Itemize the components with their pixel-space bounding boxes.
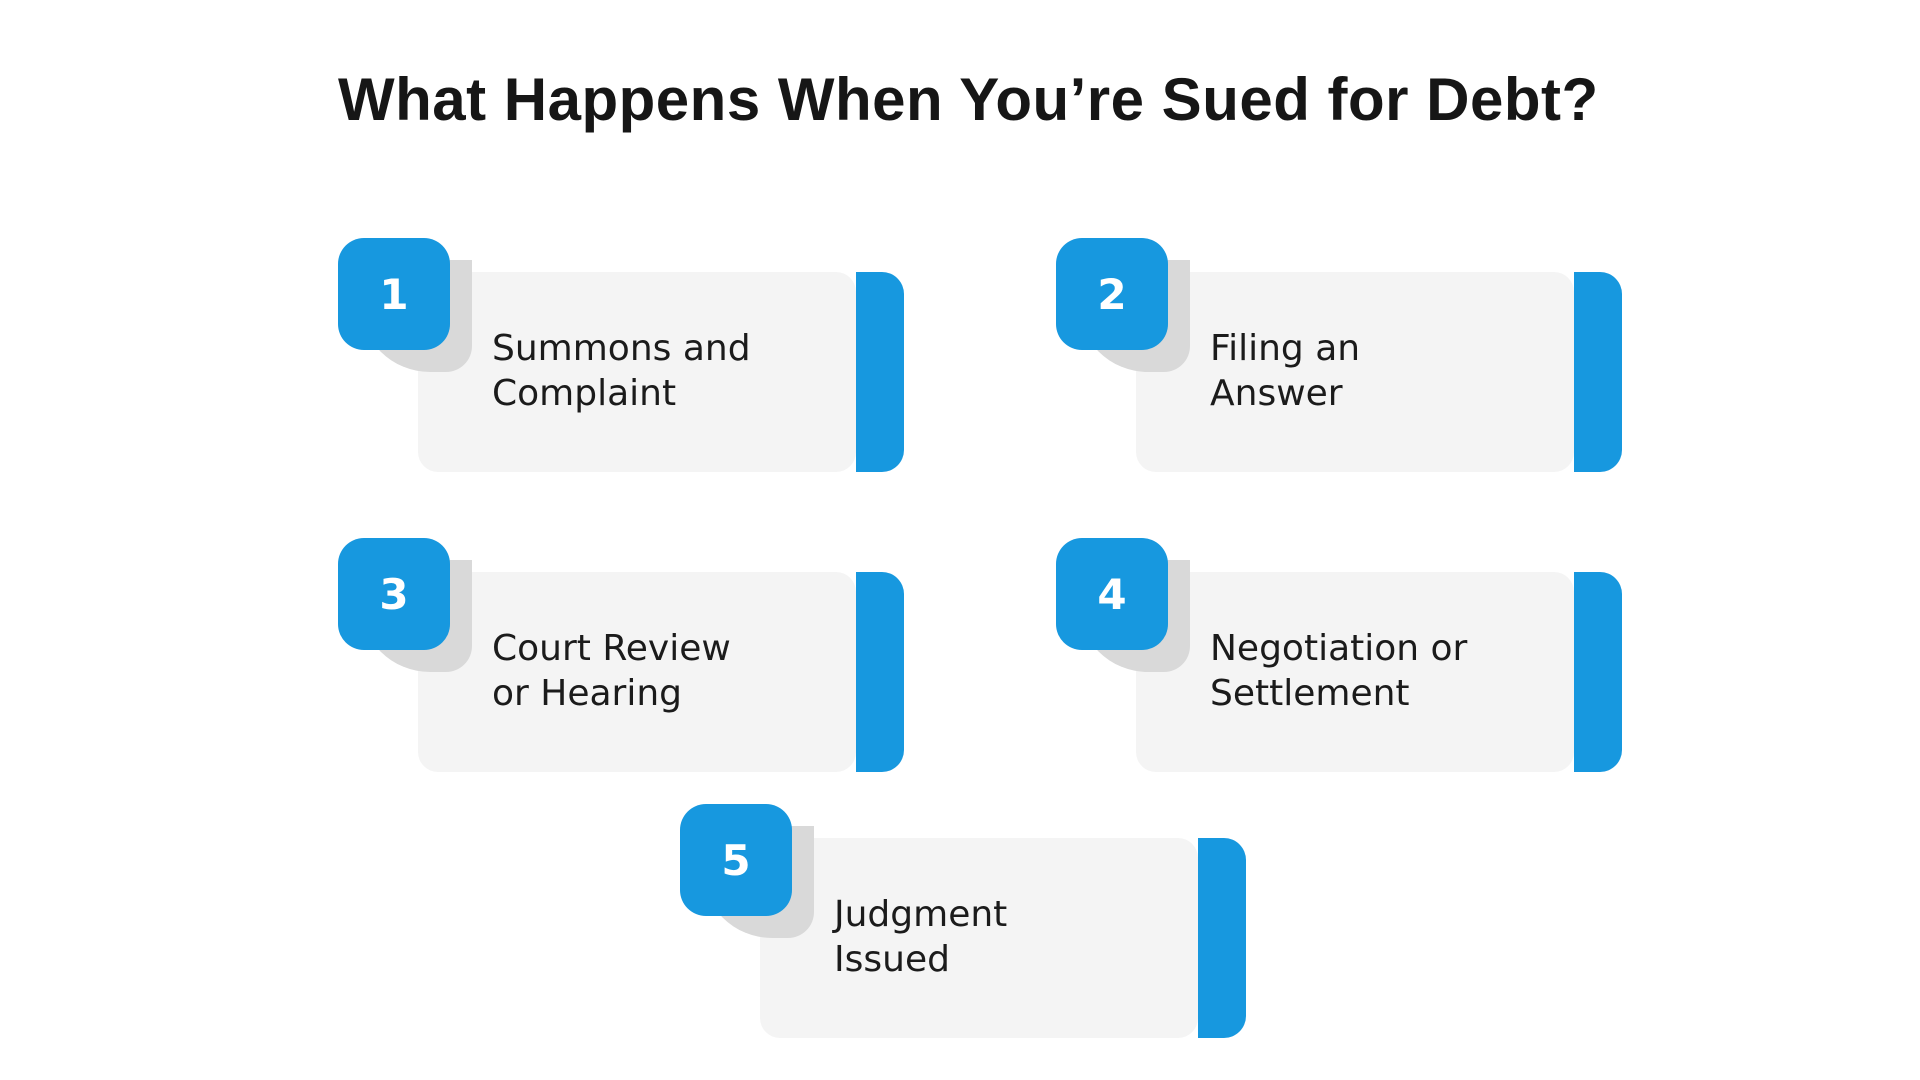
step-card-3: Court Review or Hearing 3 bbox=[338, 538, 942, 772]
accent-bar bbox=[856, 272, 904, 472]
step-card-4: Negotiation or Settlement 4 bbox=[1056, 538, 1660, 772]
page-title: What Happens When You’re Sued for Debt? bbox=[338, 66, 1599, 133]
step-label: Negotiation or Settlement bbox=[1210, 628, 1468, 714]
step-card-2: Filing an Answer 2 bbox=[1056, 238, 1660, 472]
step-card-5: Judgment Issued 5 bbox=[680, 804, 1284, 1038]
accent-bar bbox=[1574, 572, 1622, 772]
step-card-1: Summons and Complaint 1 bbox=[338, 238, 942, 472]
accent-bar bbox=[1574, 272, 1622, 472]
step-card-body: Summons and Complaint bbox=[418, 272, 856, 472]
step-label: Filing an Answer bbox=[1210, 328, 1361, 414]
step-card-body: Filing an Answer bbox=[1136, 272, 1574, 472]
step-number-tile: 3 bbox=[338, 538, 450, 650]
step-number: 2 bbox=[1097, 269, 1127, 319]
accent-bar bbox=[856, 572, 904, 772]
step-card-body: Negotiation or Settlement bbox=[1136, 572, 1574, 772]
step-number-tile: 4 bbox=[1056, 538, 1168, 650]
step-label: Court Review or Hearing bbox=[492, 628, 731, 714]
accent-bar bbox=[1198, 838, 1246, 1038]
step-number: 4 bbox=[1097, 569, 1127, 619]
step-number-tile: 1 bbox=[338, 238, 450, 350]
step-card-body: Judgment Issued bbox=[760, 838, 1198, 1038]
step-number: 3 bbox=[379, 569, 409, 619]
step-number-tile: 5 bbox=[680, 804, 792, 916]
step-number: 5 bbox=[721, 835, 751, 885]
step-number: 1 bbox=[379, 269, 409, 319]
step-label: Judgment Issued bbox=[834, 894, 1008, 980]
step-card-body: Court Review or Hearing bbox=[418, 572, 856, 772]
step-label: Summons and Complaint bbox=[492, 328, 751, 414]
step-number-tile: 2 bbox=[1056, 238, 1168, 350]
